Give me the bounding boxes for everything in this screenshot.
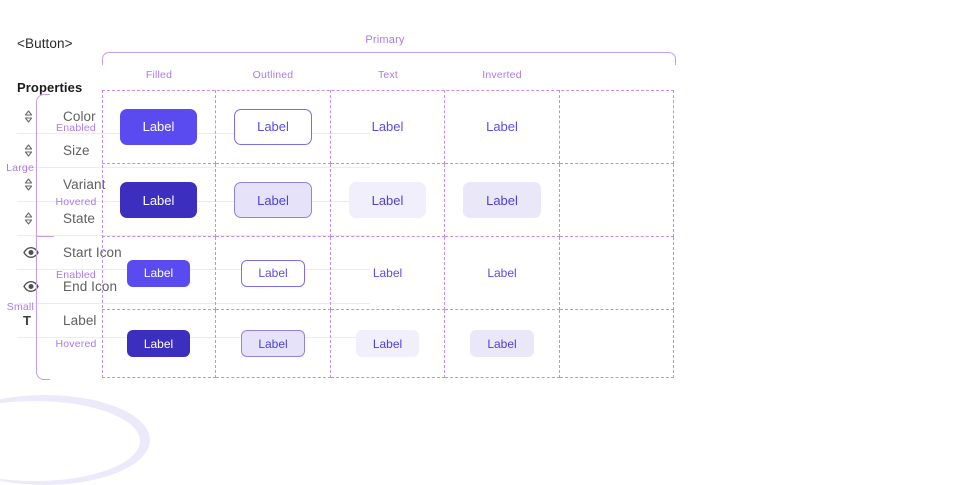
button-primary-text-small-enabled[interactable]: Label bbox=[372, 266, 403, 280]
component-name: <Button> bbox=[17, 36, 73, 51]
matrix-cell-overflow bbox=[560, 90, 674, 164]
button-primary-text-small-hovered[interactable]: Label bbox=[355, 330, 420, 357]
button-primary-outlined-small-enabled[interactable]: Label bbox=[241, 259, 305, 287]
button-primary-filled-small-enabled[interactable]: Label bbox=[126, 259, 191, 287]
matrix-group-label: Primary bbox=[365, 34, 405, 46]
property-label: Size bbox=[63, 143, 90, 158]
matrix-cell-overflow bbox=[560, 310, 674, 378]
state-label-large-hovered: Hovered bbox=[55, 196, 97, 208]
select-chevrons-icon bbox=[17, 177, 63, 192]
property-label: Variant bbox=[63, 177, 106, 192]
button-primary-filled-large-enabled[interactable]: Label bbox=[119, 108, 198, 145]
button-primary-text-large-enabled[interactable]: Label bbox=[371, 119, 404, 134]
eye-icon bbox=[17, 281, 63, 292]
text-t-icon: T bbox=[17, 314, 63, 327]
matrix-cell: Label bbox=[445, 237, 560, 310]
matrix-cell: Label bbox=[216, 164, 331, 237]
size-label-small: Small bbox=[6, 301, 34, 313]
property-row-size[interactable]: Size bbox=[17, 134, 370, 168]
group-bracket-left-divider bbox=[36, 236, 54, 237]
matrix-cell-overflow bbox=[560, 164, 674, 237]
column-header-inverted: Inverted bbox=[482, 69, 522, 81]
group-bracket-top bbox=[102, 52, 676, 65]
group-bracket-left bbox=[36, 94, 50, 380]
property-row-end-icon[interactable]: End Icon bbox=[17, 270, 370, 304]
button-primary-inverted-large-enabled[interactable]: Label bbox=[486, 119, 518, 134]
state-label-small-hovered: Hovered bbox=[55, 338, 97, 350]
matrix-cell: Label bbox=[445, 90, 560, 164]
matrix-grid: Label Label Label Label Label Label Labe… bbox=[102, 90, 674, 378]
button-primary-outlined-small-hovered[interactable]: Label bbox=[241, 330, 305, 357]
state-label-large-enabled: Enabled bbox=[56, 122, 96, 134]
select-chevrons-icon bbox=[17, 211, 63, 226]
matrix-cell: Label bbox=[331, 237, 445, 310]
matrix-cell: Label bbox=[445, 310, 560, 378]
property-label: Color bbox=[63, 109, 96, 124]
matrix-cell: Label bbox=[216, 237, 331, 310]
select-chevrons-icon bbox=[17, 143, 63, 158]
size-label-large: Large bbox=[6, 162, 34, 174]
matrix-cell: Label bbox=[331, 90, 445, 164]
button-primary-inverted-large-hovered[interactable]: Label bbox=[463, 182, 541, 218]
matrix-cell: Label bbox=[102, 310, 216, 378]
matrix-cell: Label bbox=[331, 164, 445, 237]
property-label: Start Icon bbox=[63, 245, 122, 260]
matrix-cell: Label bbox=[216, 310, 331, 378]
column-header-outlined: Outlined bbox=[252, 69, 294, 81]
button-primary-text-large-hovered[interactable]: Label bbox=[348, 182, 427, 218]
grid-border-top bbox=[102, 90, 674, 91]
property-row-label[interactable]: T Label bbox=[17, 304, 370, 338]
text-t-glyph: T bbox=[23, 313, 31, 328]
property-label: State bbox=[63, 211, 96, 226]
property-label: Label bbox=[63, 313, 97, 328]
property-label: End Icon bbox=[63, 279, 118, 294]
matrix-cell: Label bbox=[102, 164, 216, 237]
grid-border-left bbox=[102, 90, 103, 378]
matrix-cell-overflow bbox=[560, 237, 674, 310]
state-label-small-enabled: Enabled bbox=[56, 269, 96, 281]
column-header-text: Text bbox=[377, 69, 399, 81]
button-primary-inverted-small-enabled[interactable]: Label bbox=[487, 266, 517, 280]
select-chevrons-icon bbox=[17, 109, 63, 124]
property-row-state[interactable]: State bbox=[17, 202, 370, 236]
button-primary-outlined-large-hovered[interactable]: Label bbox=[234, 182, 312, 218]
matrix-cell: Label bbox=[102, 237, 216, 310]
eye-icon bbox=[17, 247, 63, 258]
button-primary-filled-small-hovered[interactable]: Label bbox=[126, 330, 191, 357]
button-primary-filled-large-hovered[interactable]: Label bbox=[119, 182, 198, 218]
matrix-cell: Label bbox=[102, 90, 216, 164]
button-primary-inverted-small-hovered[interactable]: Label bbox=[470, 330, 534, 357]
matrix-cell: Label bbox=[216, 90, 331, 164]
property-row-start-icon[interactable]: Start Icon bbox=[17, 236, 370, 270]
matrix-cell: Label bbox=[445, 164, 560, 237]
column-header-filled: Filled bbox=[145, 69, 173, 81]
button-primary-outlined-large-enabled[interactable]: Label bbox=[234, 108, 312, 145]
matrix-cell: Label bbox=[331, 310, 445, 378]
properties-heading: Properties bbox=[17, 80, 83, 95]
